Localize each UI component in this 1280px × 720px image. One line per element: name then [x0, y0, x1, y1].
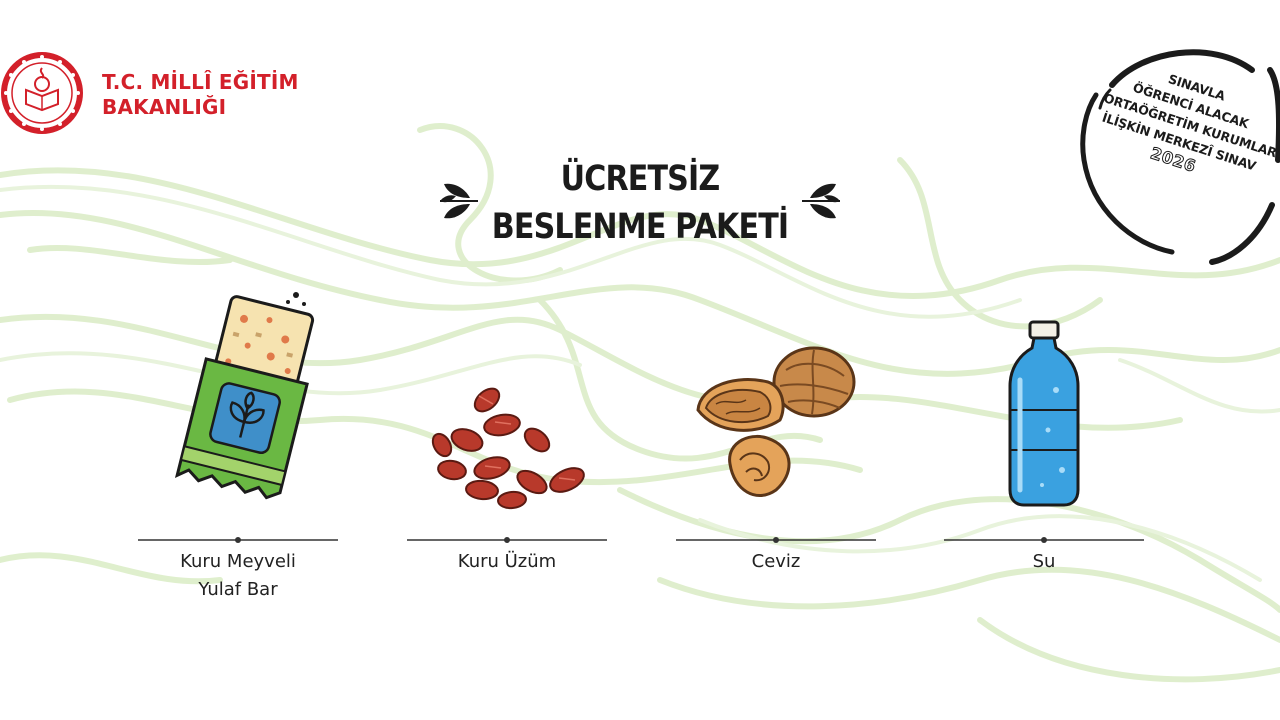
ministry-name-line1: T.C. MİLLÎ EĞİTİM: [102, 70, 299, 94]
item-label: Su: [944, 548, 1144, 576]
right-leaf-ornament-icon: [802, 183, 840, 219]
item-label: Ceviz: [676, 548, 876, 576]
exam-stamp: SINAVLA ÖĞRENCİ ALACAK ORTAÖĞRETİM KURUM…: [1072, 30, 1280, 270]
oat-bar-icon: [174, 292, 315, 500]
item-label: Kuru Meyveli Yulaf Bar: [138, 548, 338, 604]
water-bottle-icon: [1008, 320, 1080, 507]
title-line1: ÜCRETSİZ: [560, 159, 720, 199]
item-divider: [407, 537, 607, 543]
item-label-line1: Kuru Üzüm: [457, 551, 557, 572]
item-label-line1: Ceviz: [751, 551, 801, 572]
item-divider: [138, 537, 338, 543]
item-divider: [944, 537, 1144, 543]
item-label-line2: Yulaf Bar: [198, 579, 278, 600]
item-label-line1: Su: [1032, 551, 1056, 572]
walnut-icon: [696, 346, 856, 497]
left-leaf-ornament-icon: [440, 183, 478, 219]
stamp-ring-icon: [1080, 49, 1280, 265]
item-label: Kuru Üzüm: [407, 548, 607, 576]
ministry-name: T.C. MİLLÎ EĞİTİM BAKANLIĞI: [102, 70, 299, 120]
ministry-logo: T.C. MİLLÎ EĞİTİM BAKANLIĞI: [0, 38, 300, 148]
ministry-seal-icon: [1, 52, 83, 134]
title-line2: BESLENME PAKETİ: [491, 207, 789, 247]
item-divider: [676, 537, 876, 543]
item-label-line1: Kuru Meyveli: [180, 551, 296, 572]
raisins-icon: [431, 387, 585, 510]
page-title: ÜCRETSİZ BESLENME PAKETİ: [468, 155, 812, 251]
ministry-name-line2: BAKANLIĞI: [102, 95, 227, 119]
